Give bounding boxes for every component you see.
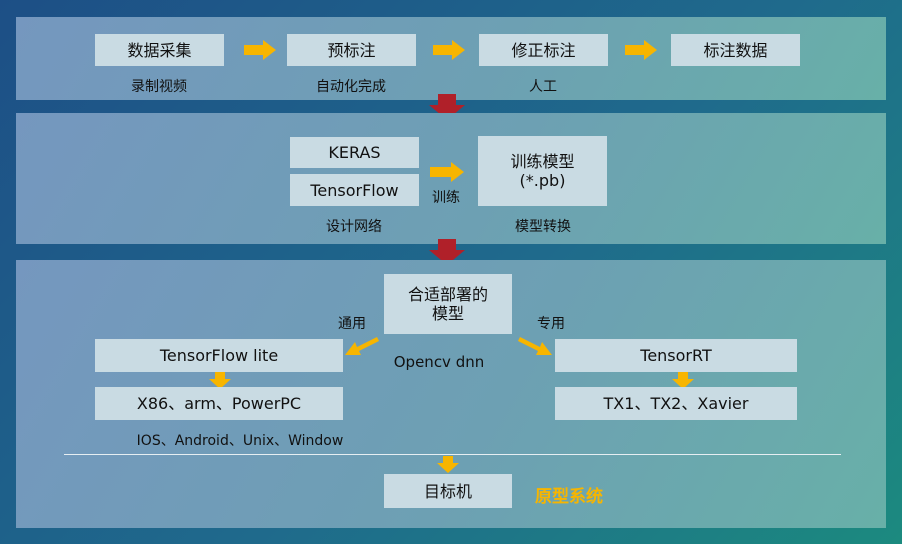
prototype-system-label: 原型系统: [535, 487, 603, 507]
right-arrow-icon: [244, 40, 276, 60]
opencv-dnn-label: Opencv dnn: [393, 353, 485, 371]
step-correct-labeling[interactable]: 修正标注: [479, 34, 608, 66]
train-label: 训练: [432, 190, 460, 206]
target-machine-box[interactable]: 目标机: [384, 474, 512, 508]
trained-model-line2: (*.pb): [519, 171, 566, 190]
trained-model-line1: 训练模型: [510, 152, 575, 171]
diagonal-arrow-right-icon: [518, 333, 554, 359]
down-arrow-icon: [672, 372, 694, 389]
right-arrow-icon: [433, 40, 465, 60]
os-caption: IOS、Android、Unix、Window: [136, 433, 344, 449]
tflite-platforms-box[interactable]: X86、arm、PowerPC: [95, 387, 343, 420]
divider-line: [64, 454, 841, 455]
trained-model-box[interactable]: 训练模型 (*.pb): [478, 136, 607, 206]
diagonal-arrow-left-icon: [343, 333, 379, 359]
tensorflow-lite-box[interactable]: TensorFlow lite: [95, 339, 343, 372]
deployable-model-line2: 模型: [431, 304, 464, 323]
tensorrt-box[interactable]: TensorRT: [555, 339, 797, 372]
right-arrow-icon: [625, 40, 657, 60]
down-arrow-icon: [429, 94, 465, 120]
caption-model-conversion: 模型转换: [515, 219, 571, 235]
deployable-model-line1: 合适部署的: [407, 285, 488, 304]
deployable-model-box[interactable]: 合适部署的 模型: [384, 274, 512, 334]
framework-keras[interactable]: KERAS: [290, 137, 419, 168]
framework-tensorflow[interactable]: TensorFlow: [290, 174, 419, 206]
down-arrow-icon: [209, 372, 231, 389]
caption-automated: 自动化完成: [316, 79, 386, 95]
general-label: 通用: [338, 316, 366, 332]
special-label: 专用: [537, 316, 565, 332]
right-arrow-icon: [430, 162, 464, 182]
down-arrow-icon: [437, 456, 459, 473]
step-labeled-data[interactable]: 标注数据: [671, 34, 800, 66]
step-pre-labeling[interactable]: 预标注: [287, 34, 416, 66]
tensorrt-platforms-box[interactable]: TX1、TX2、Xavier: [555, 387, 797, 420]
step-data-collection[interactable]: 数据采集: [95, 34, 224, 66]
caption-design-network: 设计网络: [326, 219, 382, 235]
down-arrow-icon: [429, 239, 465, 265]
caption-record-video: 录制视频: [131, 79, 187, 95]
caption-manual: 人工: [529, 79, 557, 95]
